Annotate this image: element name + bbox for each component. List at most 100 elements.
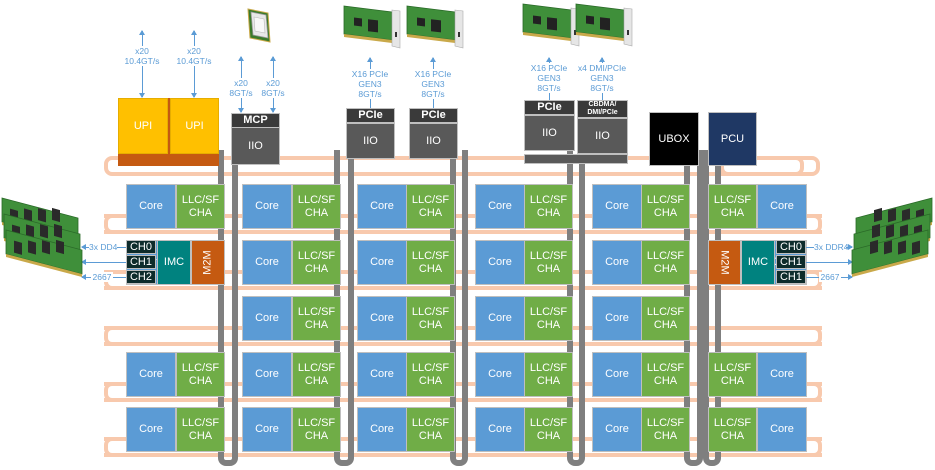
core-label: Core	[770, 368, 794, 380]
right-imc: IMC	[741, 240, 775, 285]
core-label: Core	[255, 200, 279, 212]
core-tile: Core	[592, 240, 642, 285]
core-label: Core	[488, 368, 512, 380]
upi-block-2: UPI	[170, 98, 219, 154]
core-tile: Core	[357, 407, 407, 452]
core-tile: Core	[126, 352, 176, 397]
core-label: Core	[605, 256, 629, 268]
pcie-header: PCIe	[409, 108, 458, 123]
core-label: Core	[605, 200, 629, 212]
iio-shared-base	[524, 154, 628, 164]
core-label: Core	[139, 200, 163, 212]
left-ddr-label: 3x DD4	[89, 242, 118, 252]
core-tile: Core	[592, 407, 642, 452]
core-tile: Core	[475, 407, 525, 452]
left-imc: IMC	[157, 240, 191, 285]
ring-right-hook	[718, 326, 822, 346]
right-m2m: M2M	[708, 240, 741, 285]
right-ddr-speed: 2667	[819, 272, 841, 282]
core-label: Core	[605, 312, 629, 324]
core-tile: Core	[475, 352, 525, 397]
ubox-block: UBOX	[649, 112, 699, 166]
pcie-iio: IIO	[409, 123, 458, 159]
core-label: Core	[488, 200, 512, 212]
core-label: Core	[488, 312, 512, 324]
core-label: Core	[605, 368, 629, 380]
core-label: Core	[255, 312, 279, 324]
pcie-card-icon	[406, 5, 464, 49]
core-label: Core	[488, 256, 512, 268]
core-label: Core	[488, 423, 512, 435]
core-tile: Core	[475, 240, 525, 285]
pcie-iio: IIO	[346, 123, 395, 159]
right-channel-1: CH1	[776, 255, 806, 269]
mesh-column-loop	[218, 150, 238, 466]
core-tile: Core	[242, 184, 292, 229]
core-tile: Core	[475, 184, 525, 229]
core-label: Core	[370, 423, 394, 435]
dimm-module-icon	[851, 229, 929, 277]
core-tile: Core	[592, 184, 642, 229]
ring-top-right	[720, 156, 820, 176]
core-tile: Core	[126, 407, 176, 452]
core-tile: Core	[126, 184, 176, 229]
core-tile: Core	[242, 296, 292, 341]
core-label: Core	[370, 368, 394, 380]
core-label: Core	[139, 368, 163, 380]
left-m2m: M2M	[191, 240, 225, 285]
core-tile: Core	[757, 407, 807, 452]
pcie-header: PCIe	[346, 108, 395, 123]
core-label: Core	[370, 312, 394, 324]
pcie-header: CBDMA/ DMI/PCIe	[577, 100, 628, 118]
right-ddr-arrow-2	[806, 259, 853, 265]
right-channel-0: CH0	[776, 240, 806, 254]
pcie-header: PCIe	[524, 100, 575, 115]
core-tile: Core	[475, 296, 525, 341]
core-label: Core	[370, 200, 394, 212]
mcp-iio: IIO	[231, 127, 280, 165]
core-label: Core	[139, 423, 163, 435]
pcie-iio: IIO	[577, 118, 628, 154]
dimm-module-icon	[5, 229, 83, 277]
core-label: Core	[255, 368, 279, 380]
pcie-card-icon	[575, 3, 633, 47]
